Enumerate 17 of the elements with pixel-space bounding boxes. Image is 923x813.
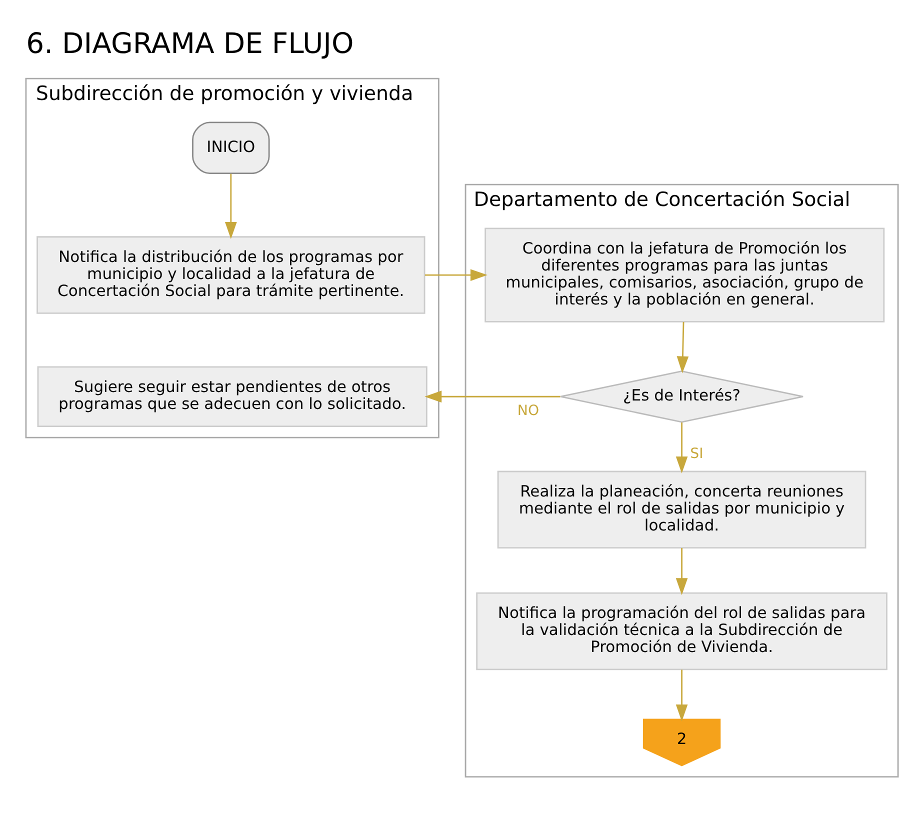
node-box: Notifica la distribución de los programas por municipio y localidad a la jefatura de Concertación Social para trámite pertinente. (36, 236, 425, 314)
arrow (424, 390, 560, 403)
edge-label: NO (516, 403, 539, 420)
arrow (424, 269, 487, 281)
node-box: Notifica la programación del rol de salidas para la validación técnica a la Subdirección de Promoción de Vivienda. (476, 592, 887, 670)
edge-label: SI (690, 446, 703, 462)
arrow (676, 322, 688, 374)
arrow (675, 548, 688, 596)
node-diamond: ¿Es de Interés? (559, 370, 804, 423)
arrow (675, 422, 688, 474)
arrow (675, 670, 688, 722)
arrow (224, 174, 236, 239)
diagram-title: 6. DIAGRAMA DE FLUJO (26, 27, 354, 60)
node-box: INICIO (192, 122, 270, 174)
node-box: Realiza la planeación, concerta reuniones mediante el rol de salidas por municipio y localidad. (496, 470, 866, 549)
node-box: Coordina con la jefatura de Promoción los diferentes programas para las juntas municipales, comisarios, asociación, grupo de interés y la población en general. (484, 228, 884, 322)
node-box: Sugiere seguir estar pendientes de otros programas que se adecuen con lo solicitado. (36, 366, 427, 427)
